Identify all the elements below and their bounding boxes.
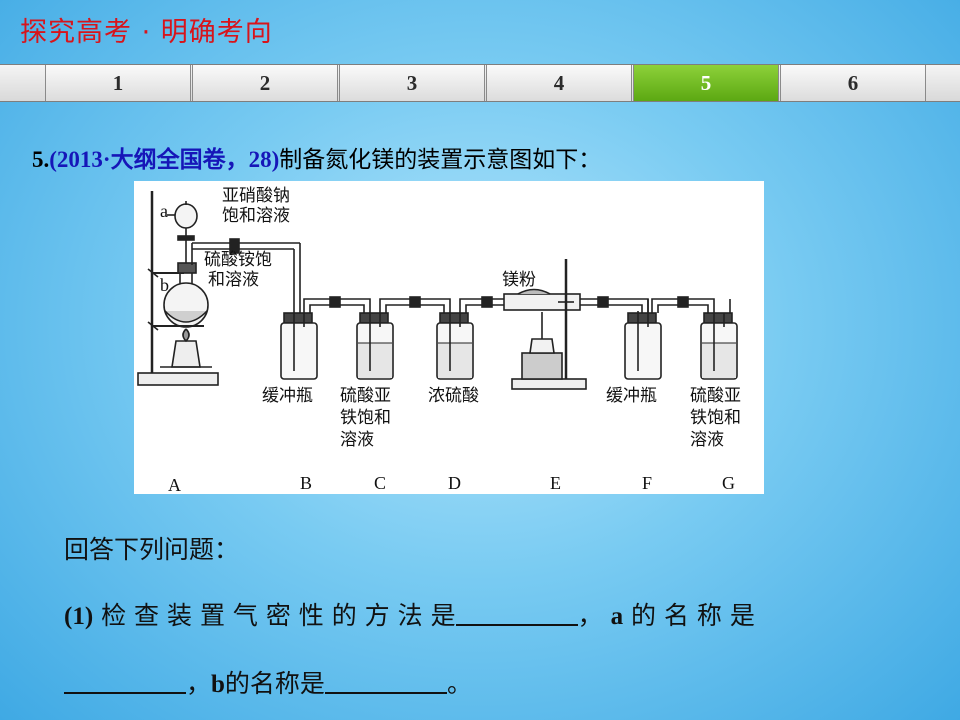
question-nav-bar: 1 2 3 4 5 6 [0,64,960,102]
question-1-line-2: ，b的名称是 。 [64,664,472,700]
label-G-name-3: 溶液 [690,430,724,450]
q1-comma-2: ， [186,669,212,698]
answer-blank-1[interactable] [455,602,578,626]
label-C-name-2: 铁饱和 [340,408,391,428]
letter-C: C [374,473,386,493]
label-B-name: 缓冲瓶 [262,386,313,406]
label-ammonium-sulfate-1: 硫酸铵饱 [204,250,272,270]
bottle-C [356,312,394,380]
answer-blank-3[interactable] [324,670,447,694]
tab-question-6[interactable]: 6 [780,65,926,101]
page-title: 探究高考 · 明确考向 [20,17,273,48]
q1-comma: ， [577,601,603,630]
q1-text-c: 的名称是 [224,669,325,698]
letter-D: D [448,473,461,493]
q1-label-b: b [211,671,225,698]
question-tabs: 1 2 3 4 5 6 [45,65,927,101]
tab-question-2[interactable]: 2 [192,65,338,101]
question-stem: 5.(2013·大纲全国卷，28)制备氮化镁的装置示意图如下： [32,140,601,174]
letter-E: E [550,473,561,493]
answer-intro: 回答下列问题： [64,535,240,564]
question-text: 制备氮化镁的装置示意图如下： [279,147,602,173]
label-C-name-1: 硫酸亚 [340,386,391,406]
q1-end: 。 [446,669,472,698]
label-G-name-2: 铁饱和 [690,408,741,428]
q1-text-a: 检 查 装 置 气 密 性 的 方 法 是 [101,601,456,630]
letter-B: B [300,473,312,493]
q1-text-b: 的 名 称 是 [631,601,755,630]
letter-A: A [168,475,181,494]
label-ammonium-sulfate-2: 和溶液 [208,270,259,290]
q1-label-a: a [610,603,624,630]
question-number: 5. [32,147,50,172]
apparatus-figure: a b 亚硝酸钠 饱和溶液 硫酸铵饱 和溶液 镁粉 缓冲瓶 硫酸亚 铁饱和 溶液… [134,181,764,494]
label-G-name-1: 硫酸亚 [690,386,741,406]
label-magnesium-powder: 镁粉 [502,270,536,290]
label-D-name: 浓硫酸 [428,386,479,406]
letter-G: G [722,473,735,493]
bottle-G [700,299,738,380]
tab-question-1[interactable]: 1 [45,65,191,101]
bottle-D [436,312,474,380]
question-source: (2013·大纲全国卷，28) [49,147,280,172]
sub-question-number: (1) [64,603,94,630]
label-F-name: 缓冲瓶 [606,386,657,406]
question-1-line-1: (1) 检 查 装 置 气 密 性 的 方 法 是 ， a 的 名 称 是 [64,596,755,632]
apparatus-diagram: a b 亚硝酸钠 饱和溶液 硫酸铵饱 和溶液 镁粉 缓冲瓶 硫酸亚 铁饱和 溶液… [137,186,741,494]
tab-question-5[interactable]: 5 [633,65,779,101]
letter-F: F [642,473,652,493]
answer-blank-2[interactable] [64,670,186,694]
stand-base [137,372,219,386]
separatory-funnel [174,203,198,229]
label-sodium-nitrite-1: 亚硝酸钠 [222,186,290,206]
label-b: b [160,275,169,295]
bottle-B [280,312,318,380]
label-C-name-3: 溶液 [340,430,374,450]
tab-question-3[interactable]: 3 [339,65,485,101]
label-sodium-nitrite-2: 饱和溶液 [222,206,290,226]
label-a: a [160,201,168,221]
bottle-F [624,312,662,380]
alcohol-lamp [171,340,201,368]
tab-question-4[interactable]: 4 [486,65,632,101]
